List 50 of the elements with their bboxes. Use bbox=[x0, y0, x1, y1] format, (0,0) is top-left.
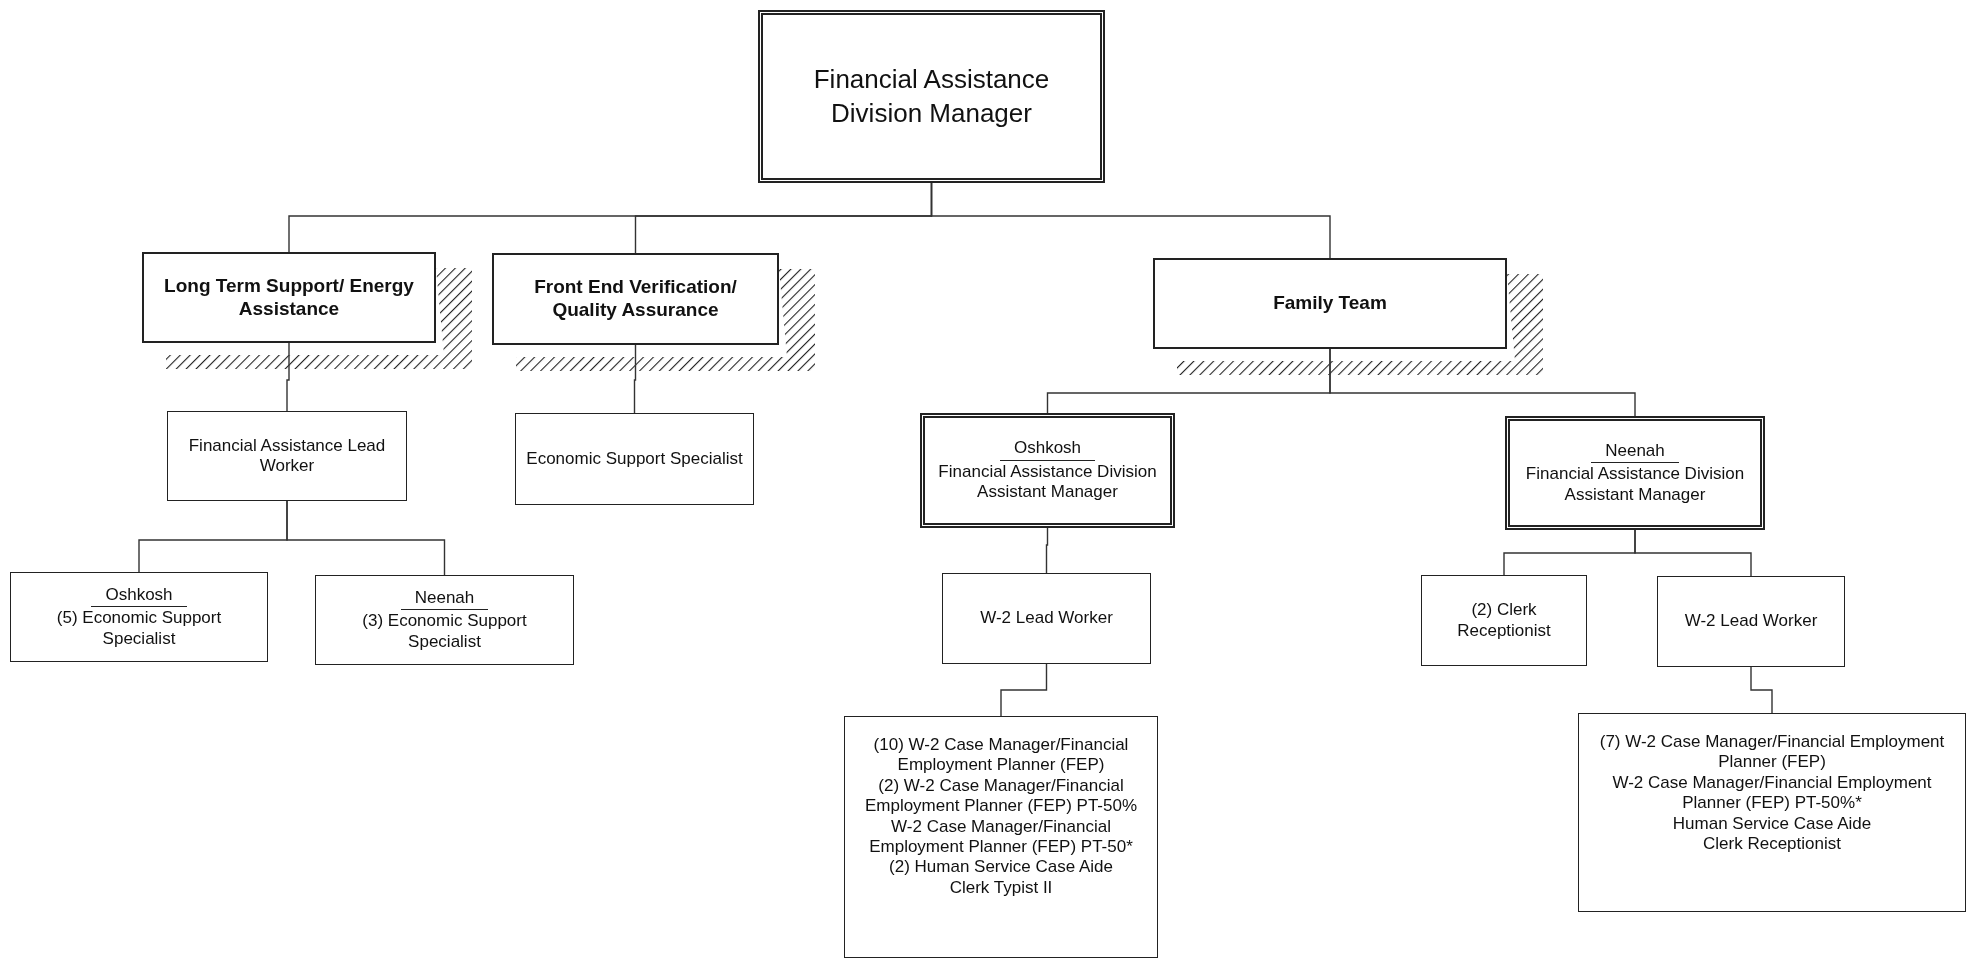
connector-line bbox=[1329, 348, 1636, 417]
job-title: W-2 Case Manager/Financial Employment Planner (FEP) PT-50%* bbox=[1611, 772, 1933, 814]
job-title: (5) Economic Support Specialist bbox=[55, 608, 223, 650]
org-chart-box bbox=[1153, 258, 1507, 349]
job-title: W-2 Lead Worker bbox=[980, 608, 1113, 629]
job-title: (10) W-2 Case Manager/Financial Employment Planner (FEP) bbox=[872, 735, 1130, 776]
job-title: (7) W-2 Case Manager/Financial Employment Planner (FEP) bbox=[1598, 732, 1946, 773]
org-chart-box bbox=[515, 413, 754, 505]
job-title: Financial Assistance Division Manager bbox=[812, 62, 1051, 130]
job-title: W-2 Case Manager/Financial Employment Planner (FEP) PT-50* bbox=[868, 816, 1134, 858]
job-title: Financial Assistance Division Assistant Manager bbox=[937, 461, 1158, 503]
org-chart-box bbox=[1657, 576, 1845, 667]
org-chart-box bbox=[920, 413, 1175, 528]
job-title: (2) Human Service Case Aide bbox=[889, 857, 1113, 878]
job-title: Clerk Typist II bbox=[949, 877, 1053, 899]
connector-line bbox=[286, 342, 290, 412]
org-chart-box bbox=[1421, 575, 1587, 666]
org-chart-box bbox=[758, 10, 1105, 183]
job-title: Financial Assistance Division Assistant Manager bbox=[1524, 464, 1746, 506]
job-title: Financial Assistance Lead Worker bbox=[187, 435, 387, 477]
job-title: Economic Support Specialist bbox=[526, 448, 743, 470]
job-title: Family Team bbox=[1273, 292, 1387, 315]
org-chart-box bbox=[315, 575, 574, 665]
org-chart-box bbox=[844, 716, 1158, 958]
org-chart-box bbox=[142, 252, 436, 343]
job-title: (2) W-2 Case Manager/Financial Employment Planner (FEP) PT-50% bbox=[863, 775, 1139, 817]
location-heading: Neenah bbox=[1591, 440, 1679, 464]
org-chart-box bbox=[10, 572, 268, 662]
job-title: (2) Clerk Receptionist bbox=[1456, 600, 1552, 641]
org-chart-box bbox=[492, 253, 779, 345]
connector-line bbox=[286, 500, 446, 576]
location-heading: Oshkosh bbox=[999, 438, 1096, 461]
org-chart-box bbox=[942, 573, 1151, 664]
job-title: Clerk Receptionist bbox=[1703, 833, 1841, 855]
location-heading: Oshkosh bbox=[91, 584, 187, 608]
connector-line bbox=[633, 344, 637, 414]
connector-line bbox=[1634, 529, 1752, 577]
job-title: Long Term Support/ Energy Assistance bbox=[163, 274, 415, 321]
job-title: Front End Verification/ Quality Assurance bbox=[533, 276, 738, 322]
connector-line bbox=[1750, 666, 1773, 714]
connector-line bbox=[1045, 527, 1049, 574]
org-chart-box bbox=[1505, 416, 1765, 530]
org-chart-box bbox=[1578, 713, 1966, 912]
job-title: (3) Economic Support Specialist bbox=[361, 611, 528, 653]
job-title: Human Service Case Aide bbox=[1672, 813, 1872, 834]
connector-line bbox=[1000, 663, 1048, 717]
org-chart-box bbox=[167, 411, 407, 501]
connector-line bbox=[930, 182, 1331, 259]
location-heading: Neenah bbox=[400, 587, 489, 611]
job-title: W-2 Lead Worker bbox=[1684, 611, 1818, 632]
